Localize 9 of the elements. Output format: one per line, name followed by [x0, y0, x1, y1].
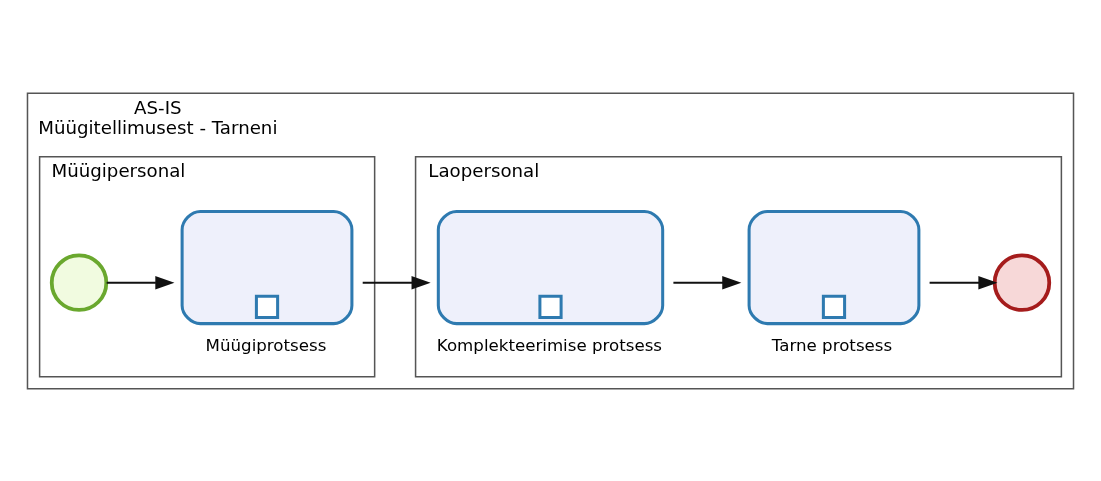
arrow — [361, 275, 431, 289]
arrow — [105, 275, 175, 289]
arrow — [672, 275, 742, 289]
node-circle — [992, 253, 1052, 312]
node-label: Komplekteerimise protsess — [436, 335, 663, 355]
arrow — [928, 275, 998, 289]
node-label: Müügiprotsess — [205, 335, 327, 355]
node-label: Tarne protsess — [771, 335, 893, 355]
node-circle — [49, 253, 109, 312]
